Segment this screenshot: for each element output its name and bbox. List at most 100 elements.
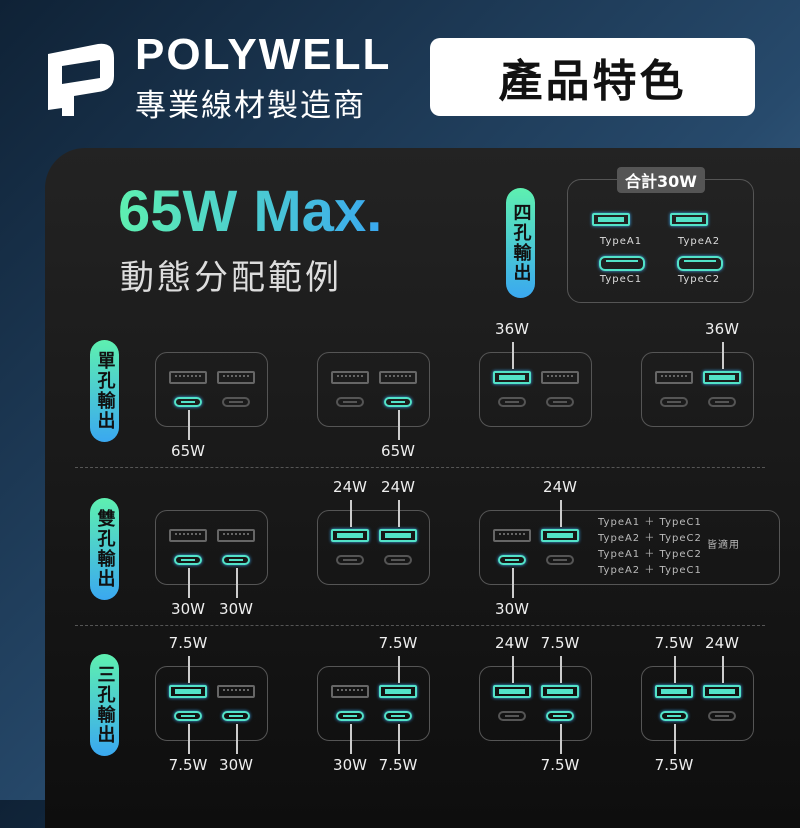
- wattage-label: 7.5W: [654, 634, 694, 652]
- wattage-label: 7.5W: [378, 634, 418, 652]
- four-port-total: 合計30W: [617, 167, 705, 193]
- usb-a1-port-icon: [331, 529, 369, 542]
- connector-line: [722, 656, 724, 683]
- usb-a1-port-icon: [592, 213, 630, 226]
- port-panel: [317, 352, 430, 427]
- usb-a2-port-icon: [217, 371, 255, 384]
- port-panel: [641, 352, 754, 427]
- connector-line: [236, 568, 238, 598]
- port-panel: [641, 666, 754, 741]
- wattage-label: 7.5W: [654, 756, 694, 774]
- port-label: TypeA1: [599, 236, 643, 247]
- usb-a1-port-icon: [655, 371, 693, 384]
- port-panel: [479, 352, 592, 427]
- usb-c1-port-icon: [498, 397, 526, 407]
- hero-title: 65W Max.: [118, 179, 383, 244]
- connector-line: [560, 656, 562, 683]
- content-card: [45, 148, 800, 828]
- connector-line: [188, 656, 190, 683]
- connector-line: [512, 656, 514, 683]
- usb-c1-port-icon: [660, 711, 688, 721]
- usb-c2-port-icon: [708, 711, 736, 721]
- usb-c1-port-icon: [498, 555, 526, 565]
- usb-a2-port-icon: [541, 371, 579, 384]
- wattage-label: 30W: [219, 600, 253, 618]
- wattage-label: 30W: [333, 756, 367, 774]
- usb-c1-port-icon: [336, 397, 364, 407]
- usb-a2-port-icon: [541, 685, 579, 698]
- usb-a1-port-icon: [331, 371, 369, 384]
- wattage-label: 7.5W: [168, 634, 208, 652]
- wattage-label: 36W: [705, 320, 739, 338]
- usb-c2-port-icon: [546, 397, 574, 407]
- usb-c2-port-icon: [222, 555, 250, 565]
- connector-line: [560, 724, 562, 754]
- wattage-label: 30W: [171, 600, 205, 618]
- usb-a1-port-icon: [169, 371, 207, 384]
- port-panel: [155, 666, 268, 741]
- brand-tagline: 專業線材製造商: [135, 88, 366, 124]
- port-combo: TypeA2 ＋ TypeC2: [598, 533, 702, 544]
- usb-a1-port-icon: [493, 529, 531, 542]
- connector-line: [398, 410, 400, 440]
- usb-c1-port-icon: [174, 711, 202, 721]
- hero-subtitle: 動態分配範例: [120, 258, 342, 298]
- polywell-logo-icon: [48, 43, 114, 116]
- section-divider: [75, 625, 765, 626]
- usb-a1-port-icon: [493, 685, 531, 698]
- wattage-label: 24W: [495, 634, 529, 652]
- usb-a2-port-icon: [379, 371, 417, 384]
- wattage-label: 7.5W: [168, 756, 208, 774]
- feature-heading: 產品特色: [430, 38, 755, 116]
- connector-line: [560, 500, 562, 527]
- connector-line: [398, 656, 400, 683]
- wattage-label: 24W: [381, 478, 415, 496]
- port-label: TypeA2: [677, 236, 721, 247]
- wattage-label: 65W: [381, 442, 415, 460]
- usb-c1-port-icon: [336, 711, 364, 721]
- row-side-label: 三孔輸出: [90, 654, 119, 756]
- usb-c2-port-icon: [384, 555, 412, 565]
- wattage-label: 36W: [495, 320, 529, 338]
- port-combo: TypeA2 ＋ TypeC1: [598, 565, 702, 576]
- section-divider: [75, 467, 765, 468]
- usb-a2-port-icon: [379, 529, 417, 542]
- wattage-label: 7.5W: [378, 756, 418, 774]
- usb-a2-port-icon: [703, 685, 741, 698]
- wattage-label: 24W: [333, 478, 367, 496]
- usb-a2-port-icon: [217, 529, 255, 542]
- brand-name: POLYWELL: [135, 30, 392, 79]
- row-side-label: 單孔輸出: [90, 340, 119, 442]
- port-panel: [479, 510, 780, 585]
- port-panel: [479, 666, 592, 741]
- usb-a1-port-icon: [493, 371, 531, 384]
- connector-line: [398, 724, 400, 754]
- connector-line: [722, 342, 724, 369]
- connector-line: [674, 656, 676, 683]
- usb-a2-port-icon: [703, 371, 741, 384]
- usb-a1-port-icon: [169, 685, 207, 698]
- connector-line: [350, 500, 352, 527]
- port-label: TypeC2: [677, 274, 721, 285]
- usb-c2-port-icon: [384, 711, 412, 721]
- usb-c2-port-icon: [546, 711, 574, 721]
- usb-a1-port-icon: [331, 685, 369, 698]
- usb-c1-port-icon: [498, 711, 526, 721]
- connector-line: [350, 724, 352, 754]
- connector-line: [188, 410, 190, 440]
- usb-c2-port-icon: [222, 711, 250, 721]
- wattage-label: 30W: [219, 756, 253, 774]
- usb-a2-port-icon: [217, 685, 255, 698]
- port-combo: TypeA1 ＋ TypeC1: [598, 517, 702, 528]
- usb-a1-port-icon: [655, 685, 693, 698]
- wattage-label: 7.5W: [540, 634, 580, 652]
- usb-c2-port-icon: [222, 397, 250, 407]
- usb-c1-port-icon: [599, 256, 645, 271]
- port-panel: [155, 352, 268, 427]
- connector-line: [512, 342, 514, 369]
- usb-a2-port-icon: [541, 529, 579, 542]
- usb-c1-port-icon: [336, 555, 364, 565]
- wattage-label: 65W: [171, 442, 205, 460]
- usb-a2-port-icon: [379, 685, 417, 698]
- usb-c2-port-icon: [546, 555, 574, 565]
